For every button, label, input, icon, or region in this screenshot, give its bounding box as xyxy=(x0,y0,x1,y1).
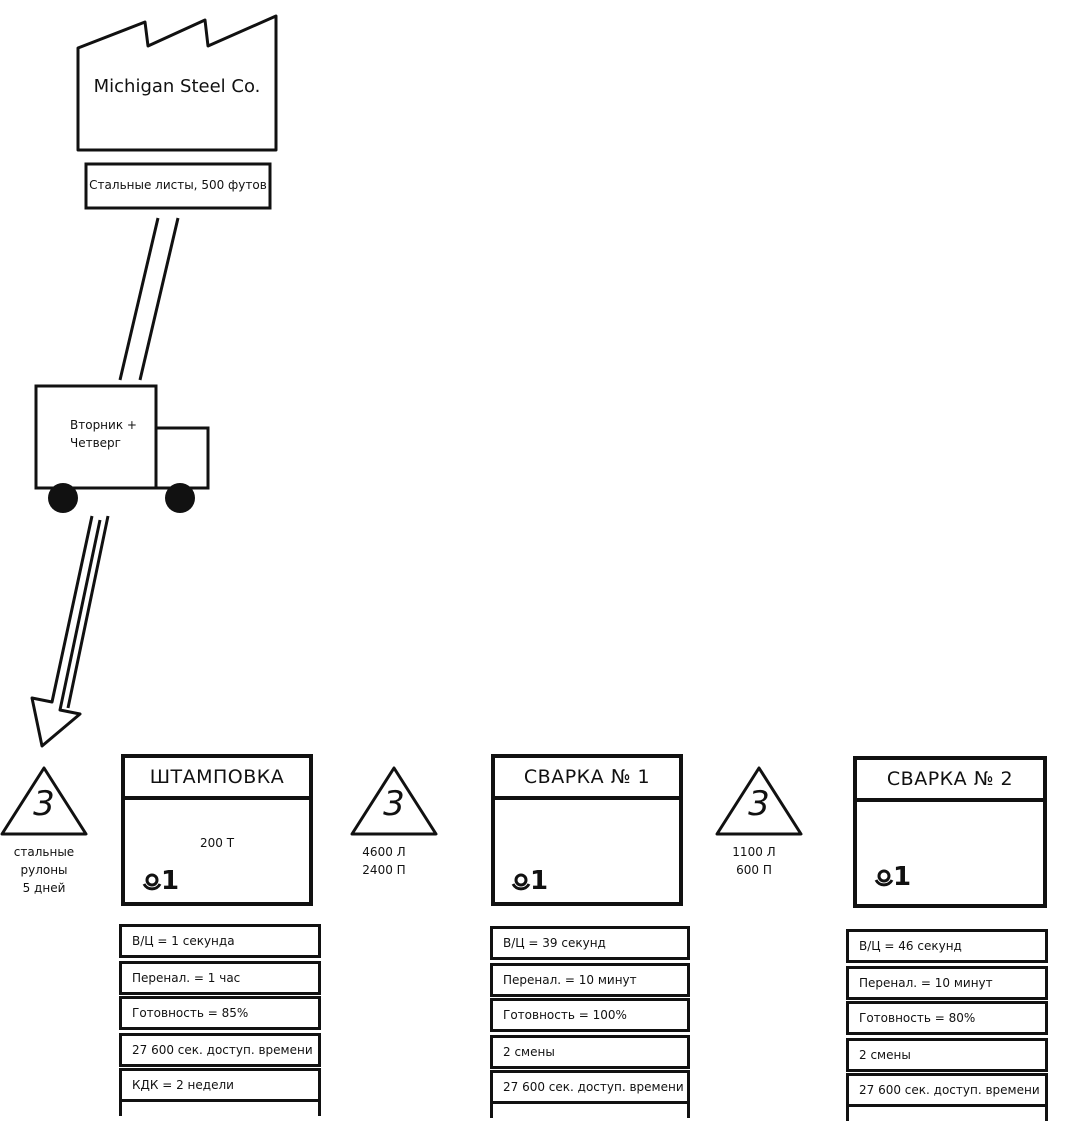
truck-schedule-line-1: Вторник + xyxy=(70,418,137,432)
inventory-label-3: 1100 Л 600 П xyxy=(732,845,776,877)
operator-icon-1 xyxy=(142,873,162,891)
operator-icon-3 xyxy=(874,869,894,887)
shipment-line-2 xyxy=(138,217,180,381)
truck-cab xyxy=(154,426,210,490)
process-title-1: ШТАМПОВКА xyxy=(149,766,285,788)
data-box-2-row-5: 27 600 сек. доступ. времени xyxy=(490,1070,690,1104)
shipment-line-1 xyxy=(118,217,160,381)
data-box-2-row-4: 2 смены xyxy=(490,1035,690,1069)
supplier-factory-icon xyxy=(76,14,278,152)
inventory-count-3: 3 xyxy=(748,784,770,824)
data-box-1-row-4: 27 600 сек. доступ. времени xyxy=(119,1033,321,1067)
data-box-3-row-1: В/Ц = 46 секунд xyxy=(846,929,1048,963)
inventory-count-1: 3 xyxy=(33,784,55,824)
supplier-order: Стальные листы, 500 футов xyxy=(89,178,267,192)
data-box-3-row-3: Готовность = 80% xyxy=(846,1001,1048,1035)
operator-count-3: 1 xyxy=(893,862,912,892)
data-box-1-row-2: Перенал. = 1 час xyxy=(119,961,321,995)
operator-count-2: 1 xyxy=(530,866,549,896)
data-box-1-row-3: Готовность = 85% xyxy=(119,996,321,1030)
inventory-label-1: стальные рулоны 5 дней xyxy=(13,845,75,895)
supplier-name: Michigan Steel Co. xyxy=(93,76,261,97)
process-box-1 xyxy=(121,754,313,906)
truck-wheel-front xyxy=(165,483,195,513)
data-box-2-row-3: Готовность = 100% xyxy=(490,998,690,1032)
truck-wheel-rear xyxy=(48,483,78,513)
inventory-count-2: 3 xyxy=(383,784,405,824)
operator-icon-2 xyxy=(511,873,531,891)
data-box-1-row-5: КДК = 2 недели xyxy=(119,1068,321,1102)
process-body-1: 200 Т xyxy=(199,836,235,850)
data-box-3-row-2: Перенал. = 10 минут xyxy=(846,966,1048,1000)
inventory-triangle-2 xyxy=(350,766,438,836)
truck-schedule-line-2: Четверг xyxy=(70,436,121,450)
inventory-triangle-1 xyxy=(0,766,88,836)
data-box-2-row-1: В/Ц = 39 секунд xyxy=(490,926,690,960)
supplier-order-box xyxy=(84,162,272,210)
data-box-3-row-4: 2 смены xyxy=(846,1038,1048,1072)
process-title-2: СВАРКА № 1 xyxy=(523,766,651,788)
inventory-triangle-3 xyxy=(715,766,803,836)
operator-count-1: 1 xyxy=(161,866,180,896)
process-box-2 xyxy=(491,754,683,906)
process-title-3: СВАРКА № 2 xyxy=(886,768,1014,790)
data-box-3-row-5: 27 600 сек. доступ. времени xyxy=(846,1073,1048,1107)
data-box-2-row-2: Перенал. = 10 минут xyxy=(490,963,690,997)
data-box-1-row-1: В/Ц = 1 секунда xyxy=(119,924,321,958)
inventory-label-2: 4600 Л 2400 П xyxy=(362,845,406,877)
shipment-arrow-icon xyxy=(30,515,110,748)
